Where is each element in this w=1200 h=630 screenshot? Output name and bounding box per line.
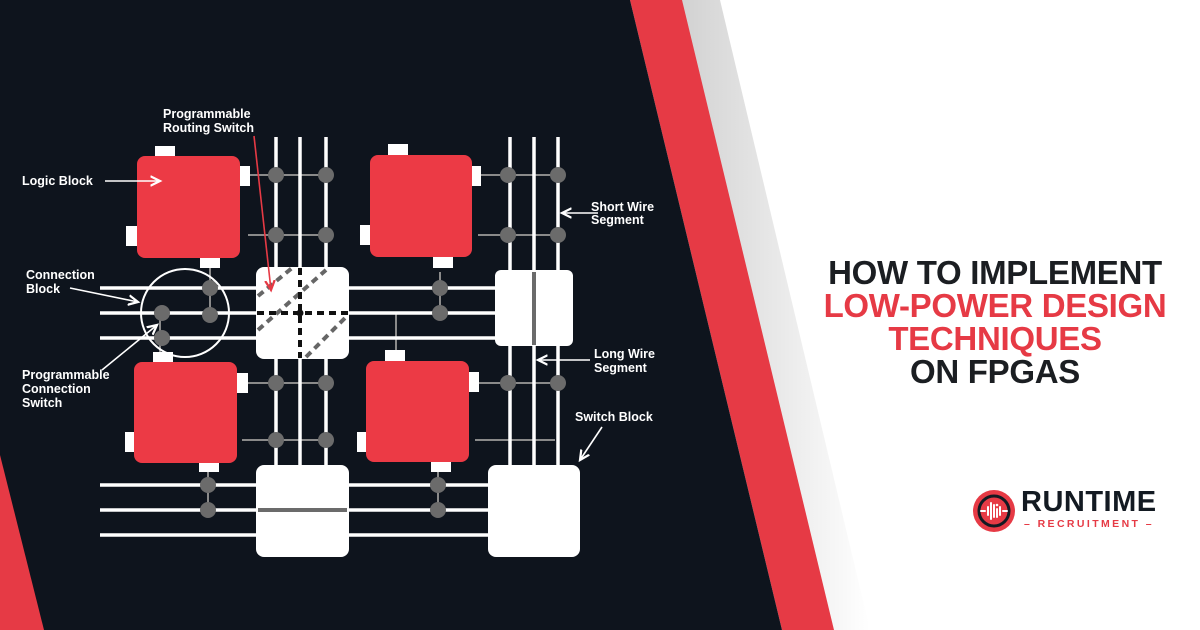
label-long-wire-2: Segment — [594, 361, 648, 375]
logic-block-bottom-right — [357, 350, 479, 472]
switch-block-right — [495, 270, 573, 346]
logic-block-top-right — [360, 144, 481, 268]
switch-block-center — [256, 266, 349, 359]
switch-block-bottom-right — [488, 465, 580, 557]
label-connection-switch-1: Programmable — [22, 368, 110, 382]
label-connection-block-2: Block — [26, 282, 60, 296]
headline-line-1: HOW TO IMPLEMENT — [828, 254, 1162, 291]
red-corner-accent — [0, 455, 44, 630]
label-short-wire-2: Segment — [591, 213, 645, 227]
logo-subtitle-text: RECRUITMENT — [1037, 518, 1141, 530]
label-long-wire-1: Long Wire — [594, 347, 655, 361]
label-connection-block-1: Connection — [26, 268, 95, 282]
headline-line-2: LOW-POWER DESIGN — [823, 287, 1167, 324]
red-diagonal-stripe — [630, 0, 834, 630]
headline-line-4: ON FPGAS — [910, 353, 1080, 390]
sound-wave-circle-icon — [973, 490, 1015, 532]
headline: HOW TO IMPLEMENT LOW-POWER DESIGN TECHNI… — [780, 256, 1200, 388]
connection-block-highlight — [140, 268, 230, 358]
programmable-switches — [154, 167, 566, 518]
logo-subtitle: – RECRUITMENT – — [1024, 518, 1154, 530]
headline-line-3: TECHNIQUES — [888, 320, 1102, 357]
runtime-recruitment-logo: RUNTIME – RECRUITMENT – — [972, 486, 1172, 537]
label-routing-switch-2: Routing Switch — [163, 121, 254, 135]
label-switch-block: Switch Block — [575, 410, 653, 424]
routing-switch-arrow — [253, 135, 271, 290]
label-connection-switch-2: Connection — [22, 382, 91, 396]
panel-shadow — [680, 0, 870, 630]
label-logic-block: Logic Block — [22, 174, 93, 188]
label-short-wire-1: Short Wire — [591, 200, 654, 214]
annotation-arrows — [69, 181, 603, 460]
label-connection-switch-3: Switch — [22, 396, 62, 410]
logo-wordmark: RUNTIME — [1021, 486, 1157, 518]
switch-block-bottom-center — [256, 465, 349, 557]
logic-block-top-left — [126, 146, 250, 268]
logic-block-bottom-left — [125, 352, 248, 472]
label-routing-switch-1: Programmable — [163, 107, 251, 121]
